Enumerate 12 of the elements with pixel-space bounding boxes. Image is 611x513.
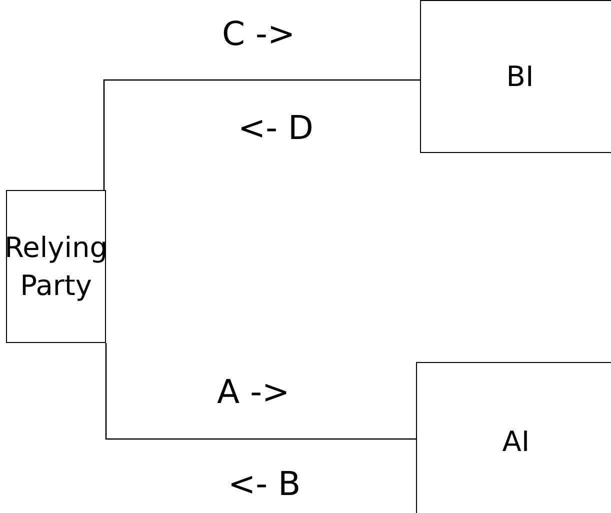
node-label: AI [502,424,530,460]
direction-label: <- B [228,464,301,503]
direction-label: A -> [217,372,290,411]
process-box [6,190,106,343]
connector-line [105,343,416,440]
node-label: BI [506,58,534,95]
direction-label: C -> [222,14,296,53]
direction-label: <- D [238,108,314,147]
node-label: Relying Party [4,230,108,304]
process-box [416,362,611,513]
connector-line [103,79,420,190]
process-box [420,0,611,153]
